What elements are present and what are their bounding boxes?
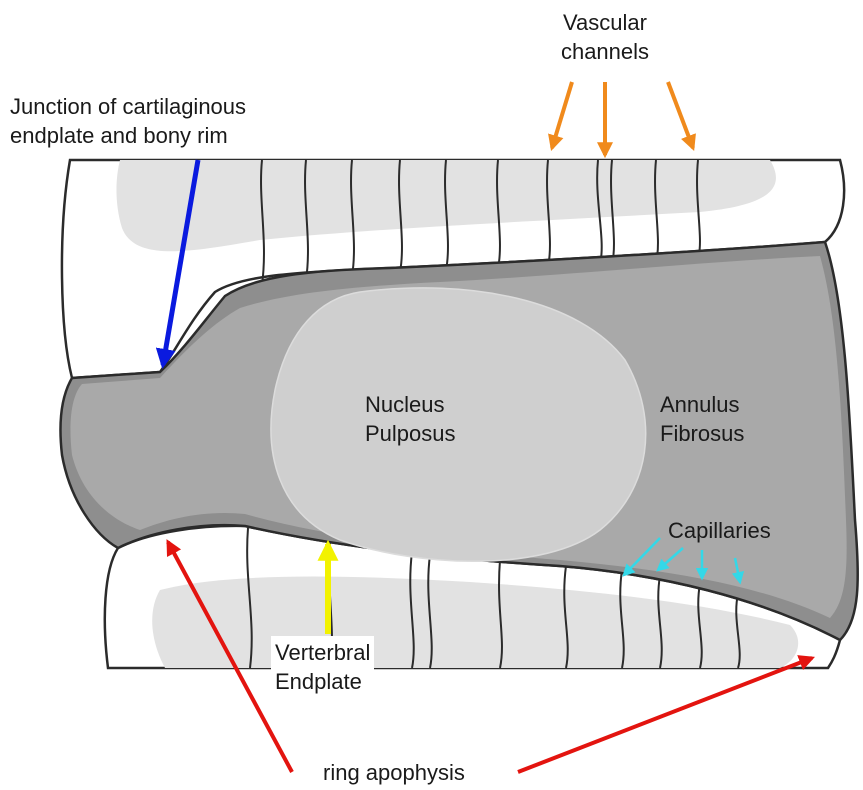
ring-apophysis-label: ring apophysis — [323, 758, 465, 787]
vascular-arrow-3 — [668, 82, 693, 148]
ring-apophysis-arrow-right — [518, 658, 812, 772]
annulus-fibrosus-label-line-2: Fibrosus — [660, 419, 744, 448]
junction-label-line-1: Junction of cartilaginous — [10, 92, 246, 121]
annulus-fibrosus-label-line-1: Annulus — [660, 390, 744, 419]
annulus-fibrosus-label: Annulus Fibrosus — [660, 390, 744, 448]
vertebral-endplate-label: Verterbral Endplate — [271, 636, 374, 698]
nucleus-pulposus-label-line-1: Nucleus — [365, 390, 456, 419]
nucleus-pulposus-label-line-2: Pulposus — [365, 419, 456, 448]
junction-label: Junction of cartilaginous endplate and b… — [10, 92, 246, 150]
capillaries-label: Capillaries — [668, 516, 771, 545]
nucleus-pulposus-label: Nucleus Pulposus — [365, 390, 456, 448]
vascular-channels-label-line-1: Vascular — [540, 8, 670, 37]
vertebral-endplate-label-line-2: Endplate — [275, 667, 370, 696]
vascular-channels-label-line-2: channels — [540, 37, 670, 66]
junction-label-line-2: endplate and bony rim — [10, 121, 246, 150]
nucleus-pulposus-region — [271, 288, 646, 561]
vertebral-endplate-label-line-1: Verterbral — [275, 638, 370, 667]
vascular-channel-arrows — [552, 82, 693, 155]
vascular-channels-label: Vascular channels — [540, 8, 670, 66]
vascular-arrow-1 — [552, 82, 572, 148]
